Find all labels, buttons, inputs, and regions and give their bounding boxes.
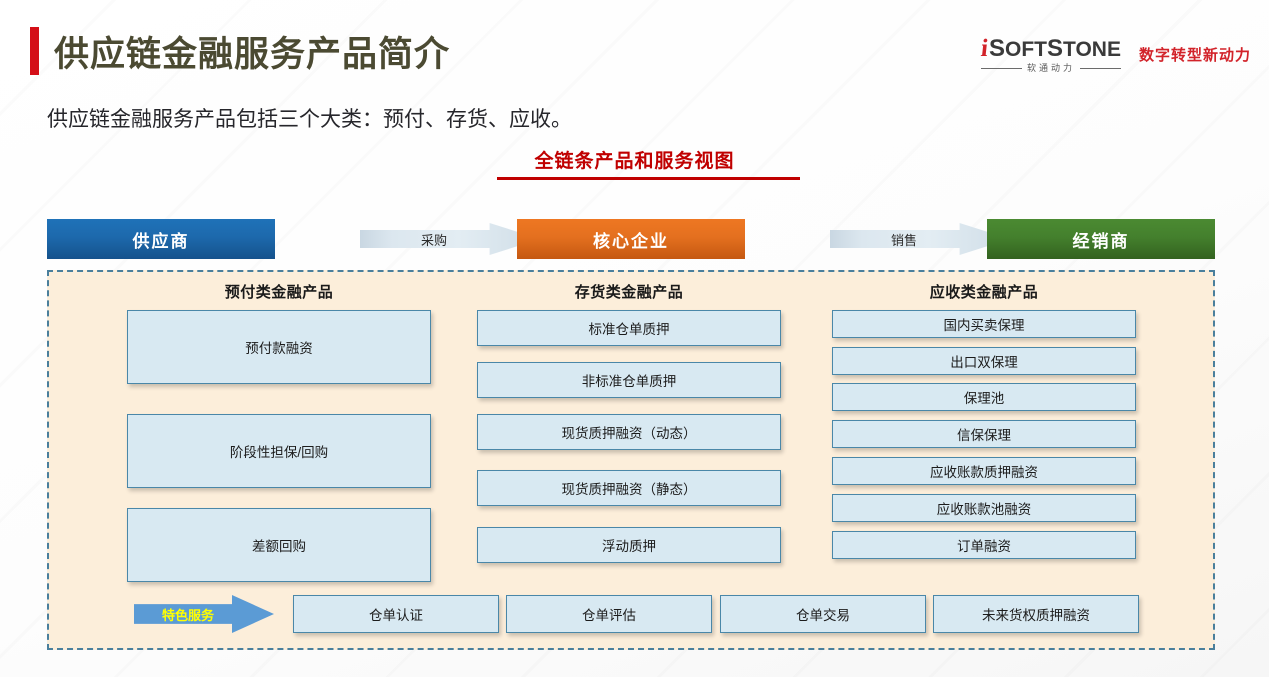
chain-node-dealer[interactable]: 经销商: [987, 219, 1215, 259]
product-box[interactable]: 差额回购: [127, 508, 431, 582]
product-box[interactable]: 国内买卖保理: [832, 310, 1136, 338]
chain-node-supplier[interactable]: 供应商: [47, 219, 275, 259]
page-subtitle: 供应链金融服务产品包括三个大类：预付、存货、应收。: [47, 108, 572, 131]
supply-chain-bar: 供应商 采购 核心企业 销售 经销商: [47, 219, 1215, 259]
product-box[interactable]: 标准仓单质押: [477, 310, 781, 346]
product-box[interactable]: 保理池: [832, 383, 1136, 411]
section-title: 全链条产品和服务视图: [0, 146, 1269, 173]
company-logo: i SOFTSTONE 软通动力 数字转型新动力: [979, 35, 1251, 73]
section-title-underline: [497, 177, 800, 180]
product-box[interactable]: 阶段性担保/回购: [127, 414, 431, 488]
product-box[interactable]: 现货质押融资（动态）: [477, 414, 781, 450]
product-box[interactable]: 信保保理: [832, 420, 1136, 448]
page-title: 供应链金融服务产品简介: [54, 35, 451, 74]
product-panel: 预付类金融产品 存货类金融产品 应收类金融产品 预付款融资 阶段性担保/回购 差…: [47, 270, 1215, 650]
chain-node-core-enterprise[interactable]: 核心企业: [517, 219, 745, 259]
logo-wordmark: i SOFTSTONE: [979, 35, 1121, 62]
special-services-arrow: 特色服务: [134, 595, 274, 633]
product-box[interactable]: 出口双保理: [832, 347, 1136, 375]
product-box[interactable]: 现货质押融资（静态）: [477, 470, 781, 506]
product-box[interactable]: 订单融资: [832, 531, 1136, 559]
special-service-box[interactable]: 未来货权质押融资: [933, 595, 1139, 633]
special-services-label: 特色服务: [161, 607, 214, 623]
product-box[interactable]: 非标准仓单质押: [477, 362, 781, 398]
special-service-box[interactable]: 仓单认证: [293, 595, 499, 633]
product-box[interactable]: 浮动质押: [477, 527, 781, 563]
column-header-prepaid: 预付类金融产品: [224, 284, 334, 301]
logo-wordmark-text: SOFTSTONE: [988, 35, 1121, 62]
product-box[interactable]: 应收账款质押融资: [832, 457, 1136, 485]
logo-wordmark-block: i SOFTSTONE 软通动力: [979, 35, 1121, 73]
chain-arrow-sales-label: 销售: [890, 232, 917, 248]
title-accent-bar: [30, 27, 39, 75]
product-box[interactable]: 应收账款池融资: [832, 494, 1136, 522]
logo-rule-left: [981, 68, 1022, 69]
special-service-box[interactable]: 仓单评估: [506, 595, 712, 633]
logo-rule-right: [1080, 68, 1121, 69]
logo-tagline: 数字转型新动力: [1138, 47, 1251, 64]
product-box[interactable]: 预付款融资: [127, 310, 431, 384]
chain-arrow-purchase: 采购: [360, 223, 540, 255]
logo-i-mark-icon: i: [979, 35, 990, 62]
chain-arrow-purchase-label: 采购: [420, 232, 447, 248]
logo-chinese-name: 软通动力: [1027, 63, 1076, 73]
logo-chinese-name-row: 软通动力: [981, 64, 1121, 73]
column-header-inventory: 存货类金融产品: [574, 284, 684, 301]
section-title-text: 全链条产品和服务视图: [534, 151, 735, 172]
column-header-receivable: 应收类金融产品: [929, 284, 1039, 301]
special-service-box[interactable]: 仓单交易: [720, 595, 926, 633]
chain-arrow-sales: 销售: [830, 223, 1010, 255]
